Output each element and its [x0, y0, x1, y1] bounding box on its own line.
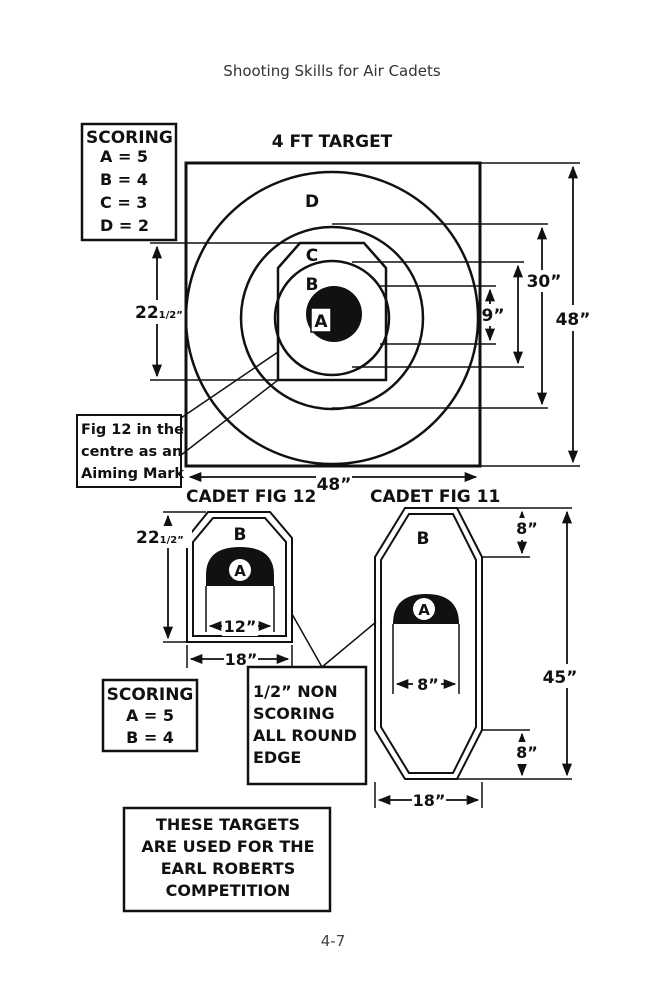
fig12-dim-height-frac: 1/2”	[160, 535, 184, 546]
fig11-dim-bottom: 8”	[516, 743, 538, 762]
fig12-zone-b: B	[234, 525, 247, 545]
scoring-title: SCORING	[86, 128, 173, 148]
page-number: 4-7	[321, 932, 346, 950]
dim-22-whole: 22	[135, 303, 159, 323]
dim-48-height: 48”	[556, 310, 591, 330]
dim-22-frac: 1/2”	[159, 310, 183, 321]
edge-note-line: ALL ROUND	[253, 726, 357, 745]
fig12-dim-width: 18”	[225, 650, 258, 669]
competition-line: ARE USED FOR THE	[141, 837, 314, 856]
scoring-line: C = 3	[100, 193, 147, 212]
scoring-box-large: SCORING A = 5 B = 4 C = 3 D = 2	[80, 122, 178, 242]
edge-note-box: 1/2” NON SCORING ALL ROUND EDGE	[246, 613, 377, 786]
edge-note-line: EDGE	[253, 748, 301, 767]
fig11-zone-b: B	[417, 529, 430, 549]
dim-9: 9”	[481, 306, 504, 326]
ring-c	[239, 225, 425, 411]
target-4ft-title: 4 FT TARGET	[272, 132, 393, 152]
scoring-small-title: SCORING	[107, 685, 194, 705]
aiming-mark-outline	[276, 241, 388, 382]
edge-note-line: SCORING	[253, 704, 335, 723]
fig12-dim-height-whole: 22	[136, 528, 160, 548]
fig12-zone-a: A	[234, 562, 246, 580]
aiming-note-line: Aiming Mark	[81, 466, 184, 482]
competition-note-box: THESE TARGETS ARE USED FOR THE EARL ROBE…	[122, 806, 332, 913]
ring-b	[273, 259, 391, 377]
fig12-dim-inner: 12”	[224, 617, 257, 636]
scoring-line: A = 5	[100, 147, 148, 166]
cadet-fig11-title: CADET FIG 11	[370, 487, 500, 507]
fig11-dim-width: 18”	[413, 791, 446, 810]
scoring-line: D = 2	[100, 216, 149, 235]
fig11-zone-a: A	[418, 601, 430, 619]
ring-label-c: C	[306, 246, 318, 266]
dimension-lines-4ft	[150, 162, 580, 467]
competition-line: COMPETITION	[166, 881, 291, 900]
dim-30: 30”	[527, 272, 562, 292]
fig11-dim-top: 8”	[516, 519, 538, 538]
competition-line: THESE TARGETS	[156, 815, 300, 834]
fig11-dim-height: 45”	[543, 668, 578, 688]
competition-line: EARL ROBERTS	[161, 859, 295, 878]
edge-note-line: 1/2” NON	[253, 682, 338, 701]
target-4ft: D C B A	[184, 161, 482, 468]
scoring-box-small: SCORING A = 5 B = 4	[101, 678, 199, 753]
dim-22-half: 221/2”	[135, 303, 183, 323]
cadet-fig11-target: A B	[374, 507, 483, 780]
scoring-line: B = 4	[100, 170, 148, 189]
ring-label-b: B	[306, 275, 319, 295]
scoring-small-line: A = 5	[126, 706, 174, 725]
dimension-arrows-4ft	[151, 165, 579, 483]
cadet-fig12-title: CADET FIG 12	[186, 487, 316, 507]
fig11-dim-inner: 8”	[417, 675, 439, 694]
aiming-note-box: Fig 12 in the centre as an Aiming Mark	[76, 351, 279, 488]
aiming-note-line: Fig 12 in the	[81, 422, 184, 438]
dim-48-width: 48”	[317, 475, 352, 495]
scoring-small-line: B = 4	[126, 728, 174, 747]
ring-label-a: A	[314, 312, 328, 332]
ring-label-d: D	[305, 192, 319, 212]
ring-d	[184, 170, 480, 466]
fig12-dim-height: 221/2”	[136, 528, 184, 548]
page-header: Shooting Skills for Air Cadets	[223, 62, 441, 80]
aiming-note-line: centre as an	[81, 444, 182, 460]
